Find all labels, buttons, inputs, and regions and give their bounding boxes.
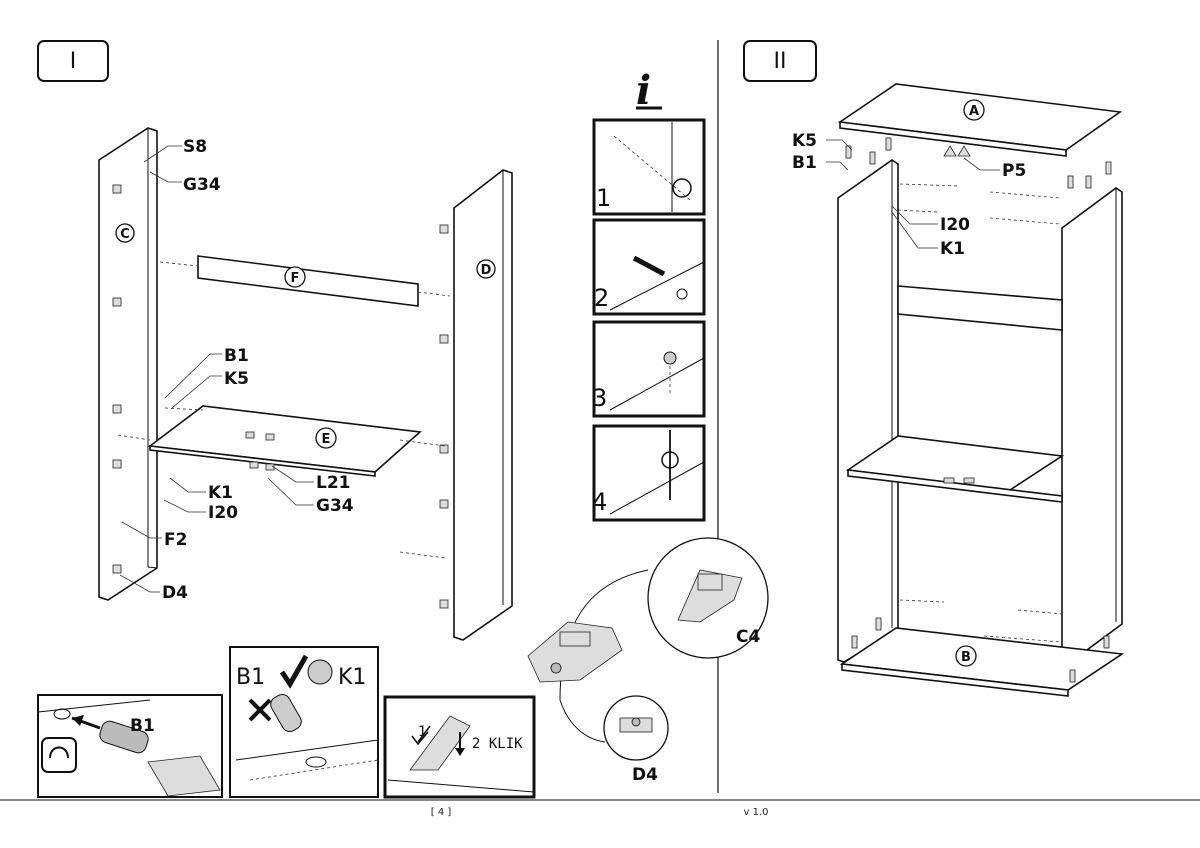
callout-g34-bottom: G34 (316, 496, 354, 516)
callouts-step2: K5 B1 P5 I20 K1 (792, 131, 1026, 259)
cross-icon (248, 698, 272, 722)
callout-d4-hinge: D4 (632, 765, 658, 785)
callout-i20-right: I20 (940, 215, 970, 235)
step-badge-1: I (37, 40, 109, 82)
info-step-4: 4 (592, 424, 706, 522)
info-step-2-num: 2 (594, 284, 609, 312)
hinge-c4-detail: C4 (647, 537, 769, 659)
bottom-panel-b-dowels (851, 617, 1110, 683)
rail-f (159, 255, 451, 307)
label-b-text: B (961, 650, 971, 665)
callout-f2: F2 (164, 530, 187, 550)
label-c-text: C (120, 227, 130, 242)
info-step-2: 2 (592, 218, 706, 316)
label-d: D (476, 259, 496, 279)
callout-p5: P5 (1002, 161, 1026, 181)
step2-dashes (897, 183, 1063, 643)
callout-k1-right: K1 (940, 239, 965, 259)
callout-s8: S8 (183, 137, 207, 157)
top-panel-a-dowels (845, 137, 1112, 189)
inset-b1: B1 (37, 694, 223, 798)
callout-k5-right: K5 (792, 131, 817, 151)
label-b: B (955, 645, 977, 667)
shelf-e-assembled (845, 435, 1065, 503)
label-f-text: F (291, 271, 300, 286)
inset-compare-k1: K1 (338, 665, 366, 690)
info-step-4-num: 4 (592, 488, 607, 516)
callout-g34-top: G34 (183, 175, 221, 195)
step-badge-1-label: I (70, 49, 77, 74)
hinge-detail: C4 D4 (527, 537, 769, 785)
callout-i20: I20 (208, 503, 238, 523)
info-column: i 1 2 3 4 (592, 67, 706, 522)
panel-d (439, 169, 513, 641)
side-panel-left (837, 159, 899, 663)
bottom-panel-b (839, 617, 1125, 697)
callout-c4: C4 (736, 627, 760, 647)
callouts-step1: S8 G34 B1 K5 K1 I20 F2 D4 L21 G34 (119, 137, 354, 603)
hinge-d4-detail: D4 (603, 695, 669, 785)
info-icon: i (636, 67, 651, 114)
callout-k5: K5 (224, 369, 249, 389)
info-step-1: 1 (592, 118, 706, 216)
inset-compare: B1 K1 (229, 646, 379, 798)
shelf-e-connectors (245, 431, 275, 471)
info-step-1-num: 1 (596, 184, 611, 212)
step-badge-2-label: II (774, 49, 787, 74)
callout-l21: L21 (316, 473, 351, 493)
check-icon (279, 654, 309, 689)
label-e: E (315, 427, 337, 449)
shelf-e (117, 405, 446, 559)
callout-b1: B1 (224, 346, 249, 366)
info-step-3-num: 3 (592, 384, 607, 412)
rail-f-assembled (897, 285, 1063, 331)
callout-k1: K1 (208, 483, 233, 503)
inset-compare-b1: B1 (236, 665, 265, 690)
klik-step-2: 2 KLIK (472, 736, 523, 752)
label-a-text: A (969, 104, 979, 119)
callout-d4: D4 (162, 583, 188, 603)
panel-c-dowel-markers (112, 184, 122, 574)
klik-step-1: 1 (418, 724, 426, 740)
callout-b1-right: B1 (792, 153, 817, 173)
inset-b1-label: B1 (130, 716, 155, 736)
label-f: F (284, 266, 306, 288)
label-c: C (115, 223, 135, 243)
hinge-main (527, 621, 623, 683)
step-badge-2: II (743, 40, 817, 82)
info-step-3: 3 (592, 320, 706, 418)
page-number: [ 4 ] (431, 807, 452, 818)
version-label: v 1.0 (744, 807, 769, 818)
panel-c (98, 127, 158, 601)
inset-klik: 1 2 KLIK (383, 695, 536, 799)
side-panel-right (1061, 187, 1123, 665)
panel-d-dowel-markers (439, 224, 449, 609)
label-a: A (963, 99, 985, 121)
label-e-text: E (322, 432, 331, 447)
label-d-text: D (481, 263, 492, 278)
